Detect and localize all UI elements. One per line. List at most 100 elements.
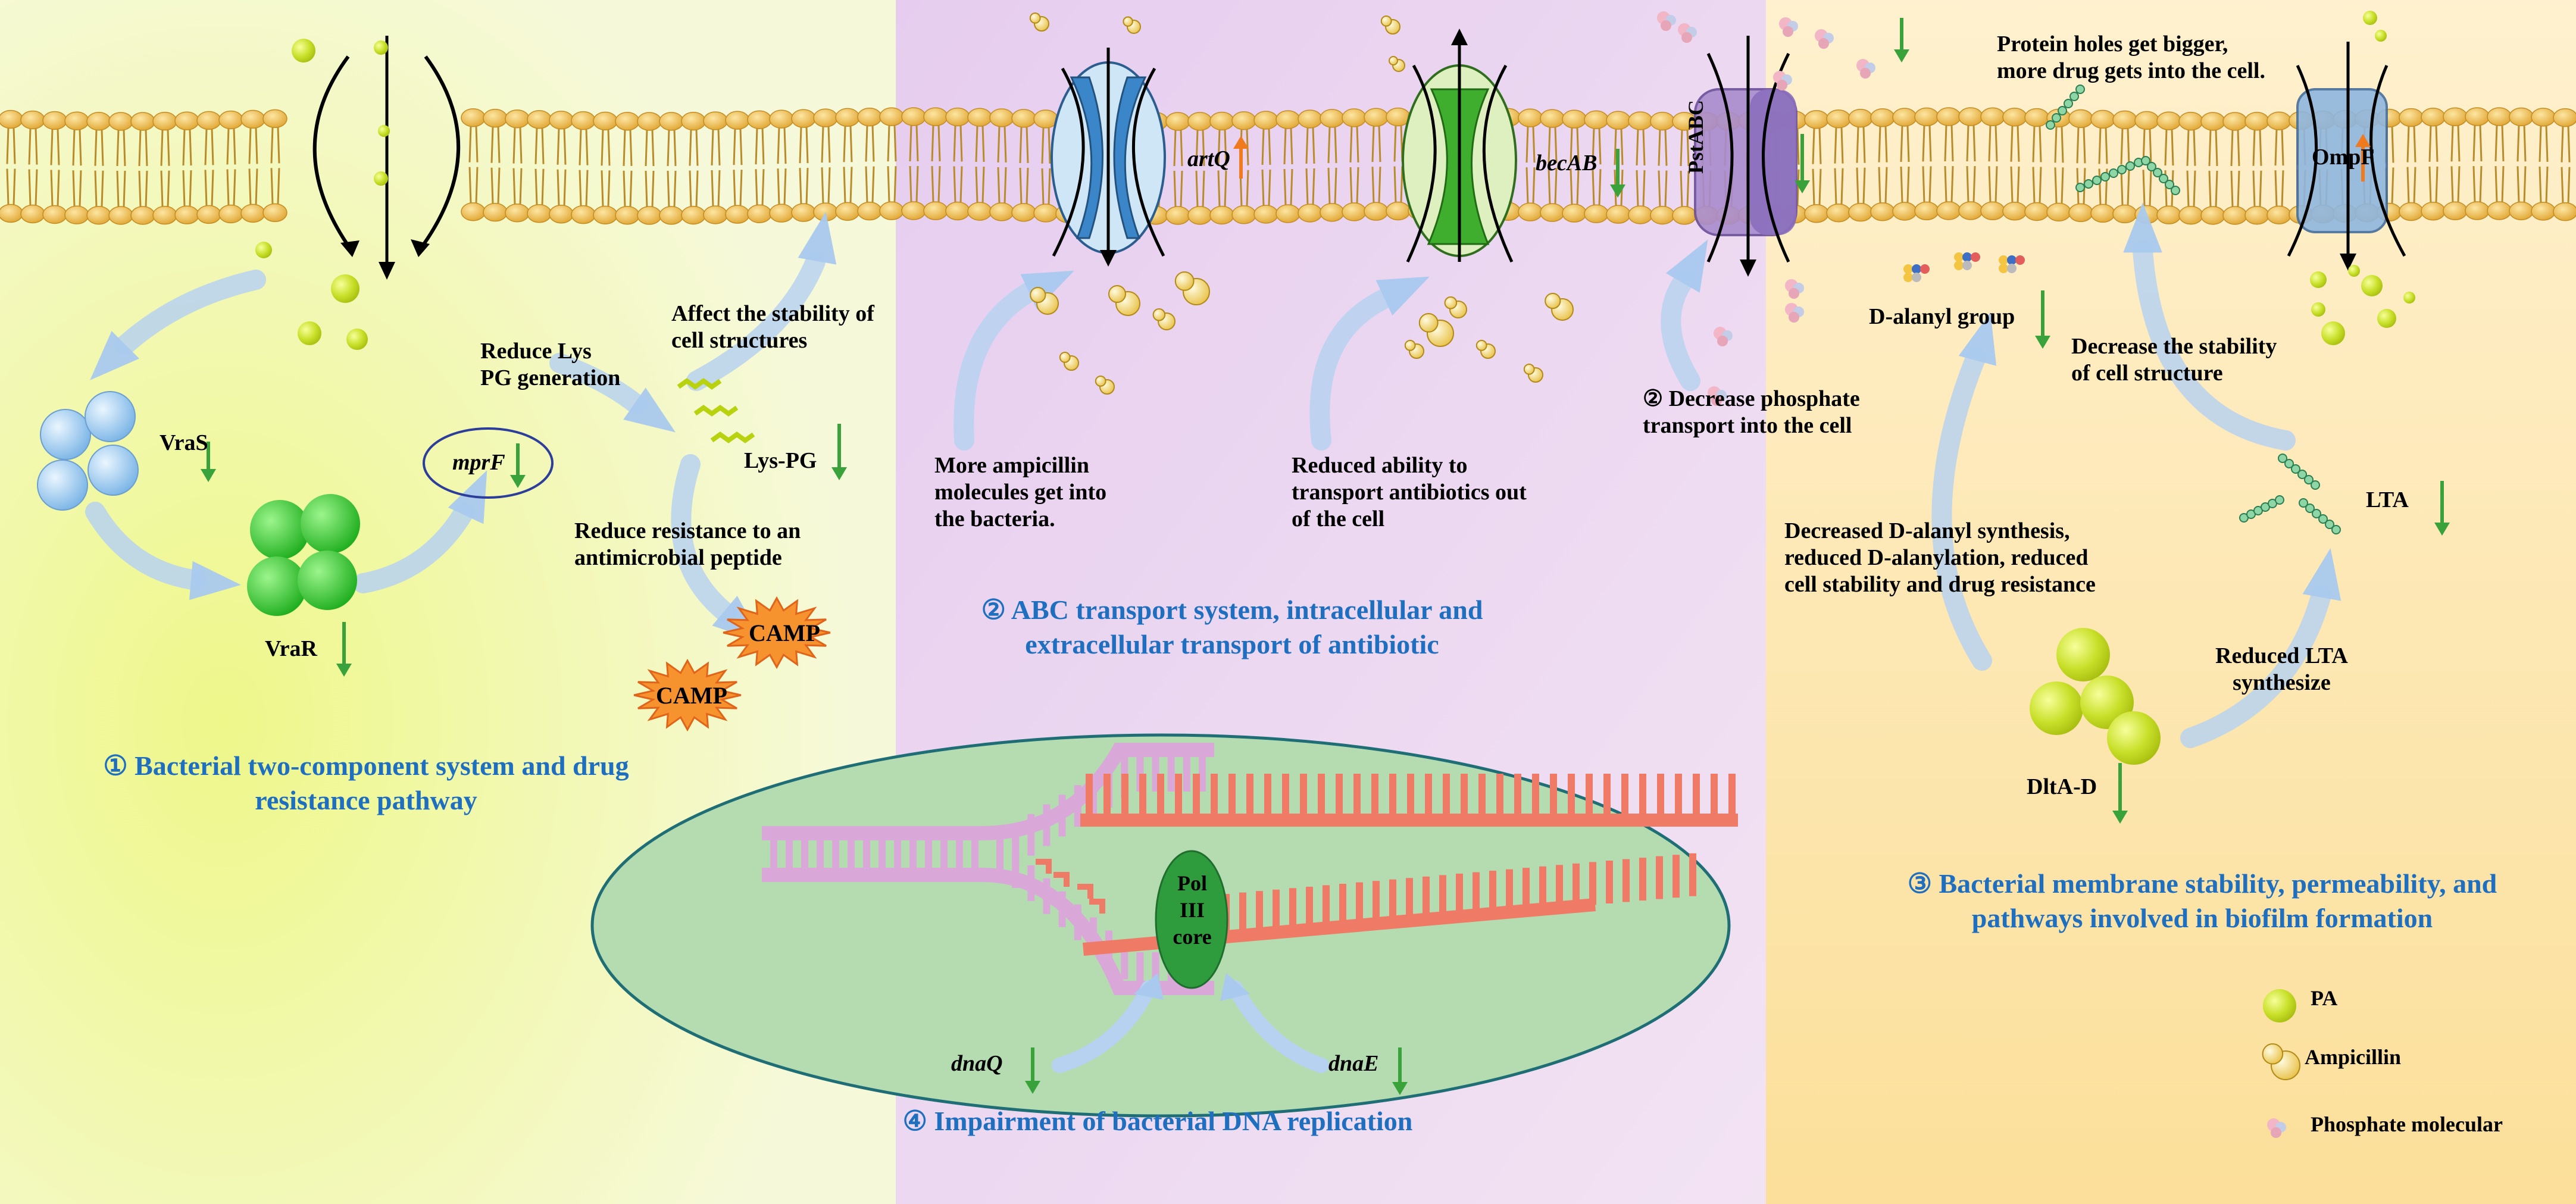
lipid-tail bbox=[248, 127, 252, 164]
lipid-head bbox=[1870, 108, 1895, 127]
lipid-tail bbox=[2259, 129, 2262, 166]
lipid-tail bbox=[211, 129, 214, 165]
lipid-tail bbox=[1327, 126, 1331, 163]
lipid-head bbox=[2421, 202, 2446, 221]
lipid-head bbox=[505, 203, 530, 223]
lipid-tail bbox=[2501, 124, 2505, 162]
lipid-tail bbox=[226, 169, 230, 206]
lipid-tail bbox=[1598, 169, 1602, 206]
lipid-tail bbox=[2208, 170, 2212, 208]
arrowhead-vrar bbox=[189, 561, 241, 601]
vras-subunit bbox=[37, 459, 88, 511]
arrow-pstabc-down-head bbox=[1795, 180, 1810, 193]
lipid-tail bbox=[739, 129, 743, 165]
phosphate-part bbox=[1711, 395, 1722, 406]
lipid-tail bbox=[1019, 126, 1023, 163]
lipid-tail bbox=[711, 129, 714, 166]
lipid-tail bbox=[1532, 167, 1536, 204]
ampicillin-molecule-part bbox=[1523, 364, 1535, 375]
lipid-tail bbox=[865, 125, 868, 162]
lipid-head bbox=[1386, 201, 1411, 221]
lipid-head bbox=[527, 204, 552, 223]
lipid-head bbox=[1892, 108, 1917, 127]
lipid-tail bbox=[887, 125, 890, 162]
lipid-head bbox=[835, 202, 860, 221]
lipid-tail bbox=[2098, 168, 2102, 205]
lipid-head bbox=[2399, 108, 2424, 127]
arrowhead-membrane-1 bbox=[798, 211, 837, 265]
lta-bead bbox=[2331, 525, 2341, 534]
lipid-tail bbox=[116, 129, 120, 167]
lipid-tail bbox=[1840, 127, 1844, 164]
label-vrar: VraR bbox=[265, 636, 317, 661]
title-4: ④ Impairment of bacterial DNA replicatio… bbox=[845, 1104, 1470, 1139]
lipid-tail bbox=[667, 129, 670, 166]
lipid-tail bbox=[72, 129, 76, 166]
dlt-subunit bbox=[2056, 628, 2110, 681]
lipid-tail bbox=[827, 167, 831, 204]
vras-subunit bbox=[87, 445, 139, 496]
lipid-tail bbox=[233, 128, 236, 165]
lipid-tail bbox=[1268, 169, 1271, 207]
phosphate-part bbox=[1661, 20, 1671, 31]
title-2-line-1: ② ABC transport system, intracellular an… bbox=[981, 595, 1483, 625]
arrow-phosphate-down-head bbox=[1894, 49, 1909, 62]
label-phos-2: transport into the cell bbox=[1643, 412, 1852, 438]
label-decr-d-3: cell stability and drug resistance bbox=[1784, 571, 2096, 597]
lipid-tail bbox=[94, 129, 98, 166]
label-red-lta-1: Reduced LTA bbox=[2215, 643, 2348, 668]
okazaki-fragment bbox=[1089, 899, 1105, 914]
lipid-tail bbox=[2472, 165, 2476, 203]
lipid-tail bbox=[2406, 167, 2410, 204]
pa-molecule bbox=[2361, 275, 2383, 296]
lipid-tail bbox=[1173, 170, 1177, 208]
label-reduced-lta: Reduced LTA synthesize bbox=[2215, 643, 2348, 696]
lipid-tail bbox=[1003, 167, 1007, 204]
lta-bead-membrane bbox=[2058, 106, 2067, 115]
lipid-head bbox=[1606, 205, 1631, 224]
ampicillin-molecule-part bbox=[1095, 376, 1106, 387]
lipid-tail bbox=[717, 170, 721, 207]
lipid-head bbox=[989, 108, 1014, 127]
mprf-ellipse bbox=[423, 427, 554, 499]
lipid-tail bbox=[248, 168, 252, 205]
lipid-tail bbox=[1862, 167, 1866, 204]
lipid-head bbox=[1672, 206, 1697, 225]
label-reduce-lys-2: PG generation bbox=[480, 365, 621, 390]
lipid-head bbox=[461, 108, 486, 127]
lipid-tail bbox=[475, 126, 479, 162]
phosphate-part bbox=[1681, 32, 1692, 43]
lipid-tail bbox=[761, 128, 765, 165]
lta-bead bbox=[2278, 454, 2287, 463]
lipid-head bbox=[2509, 201, 2534, 221]
lipid-tail bbox=[2567, 126, 2571, 162]
lipid-head bbox=[1628, 111, 1653, 130]
label-decreased-d-alanyl: Decreased D-alanyl synthesis, reduced D-… bbox=[1784, 518, 2096, 598]
lipid-tail bbox=[2413, 126, 2416, 162]
ampicillin-molecule-part bbox=[1059, 352, 1071, 363]
lipid-head bbox=[2156, 205, 2181, 224]
okazaki-fragment bbox=[1036, 859, 1052, 874]
lipid-tail bbox=[1290, 127, 1293, 165]
lipid-head bbox=[130, 206, 155, 225]
lipid-tail bbox=[1371, 126, 1375, 162]
lipid-tail bbox=[1525, 167, 1529, 204]
lipid-head bbox=[1606, 111, 1631, 130]
legend-pa: PA bbox=[2311, 986, 2338, 1010]
title-2-line-2: extracellular transport of antibiotic bbox=[1025, 628, 1439, 659]
lipid-tail bbox=[2164, 129, 2168, 166]
okazaki-fragment bbox=[1077, 884, 1093, 899]
legend-ampicillin: Ampicillin bbox=[2305, 1045, 2402, 1069]
lipid-head bbox=[1231, 111, 1256, 130]
phosphate-part bbox=[1818, 38, 1829, 49]
lipid-tail bbox=[1048, 168, 1051, 205]
arrow-dnae bbox=[1227, 980, 1329, 1073]
lipid-tail bbox=[79, 129, 82, 166]
lipid-head bbox=[1958, 201, 1983, 220]
lipid-head bbox=[1209, 205, 1234, 225]
lta-bead bbox=[2284, 459, 2294, 468]
lipid-tail bbox=[2149, 129, 2152, 165]
lipid-head bbox=[615, 206, 640, 225]
lipid-tail bbox=[2039, 167, 2042, 204]
